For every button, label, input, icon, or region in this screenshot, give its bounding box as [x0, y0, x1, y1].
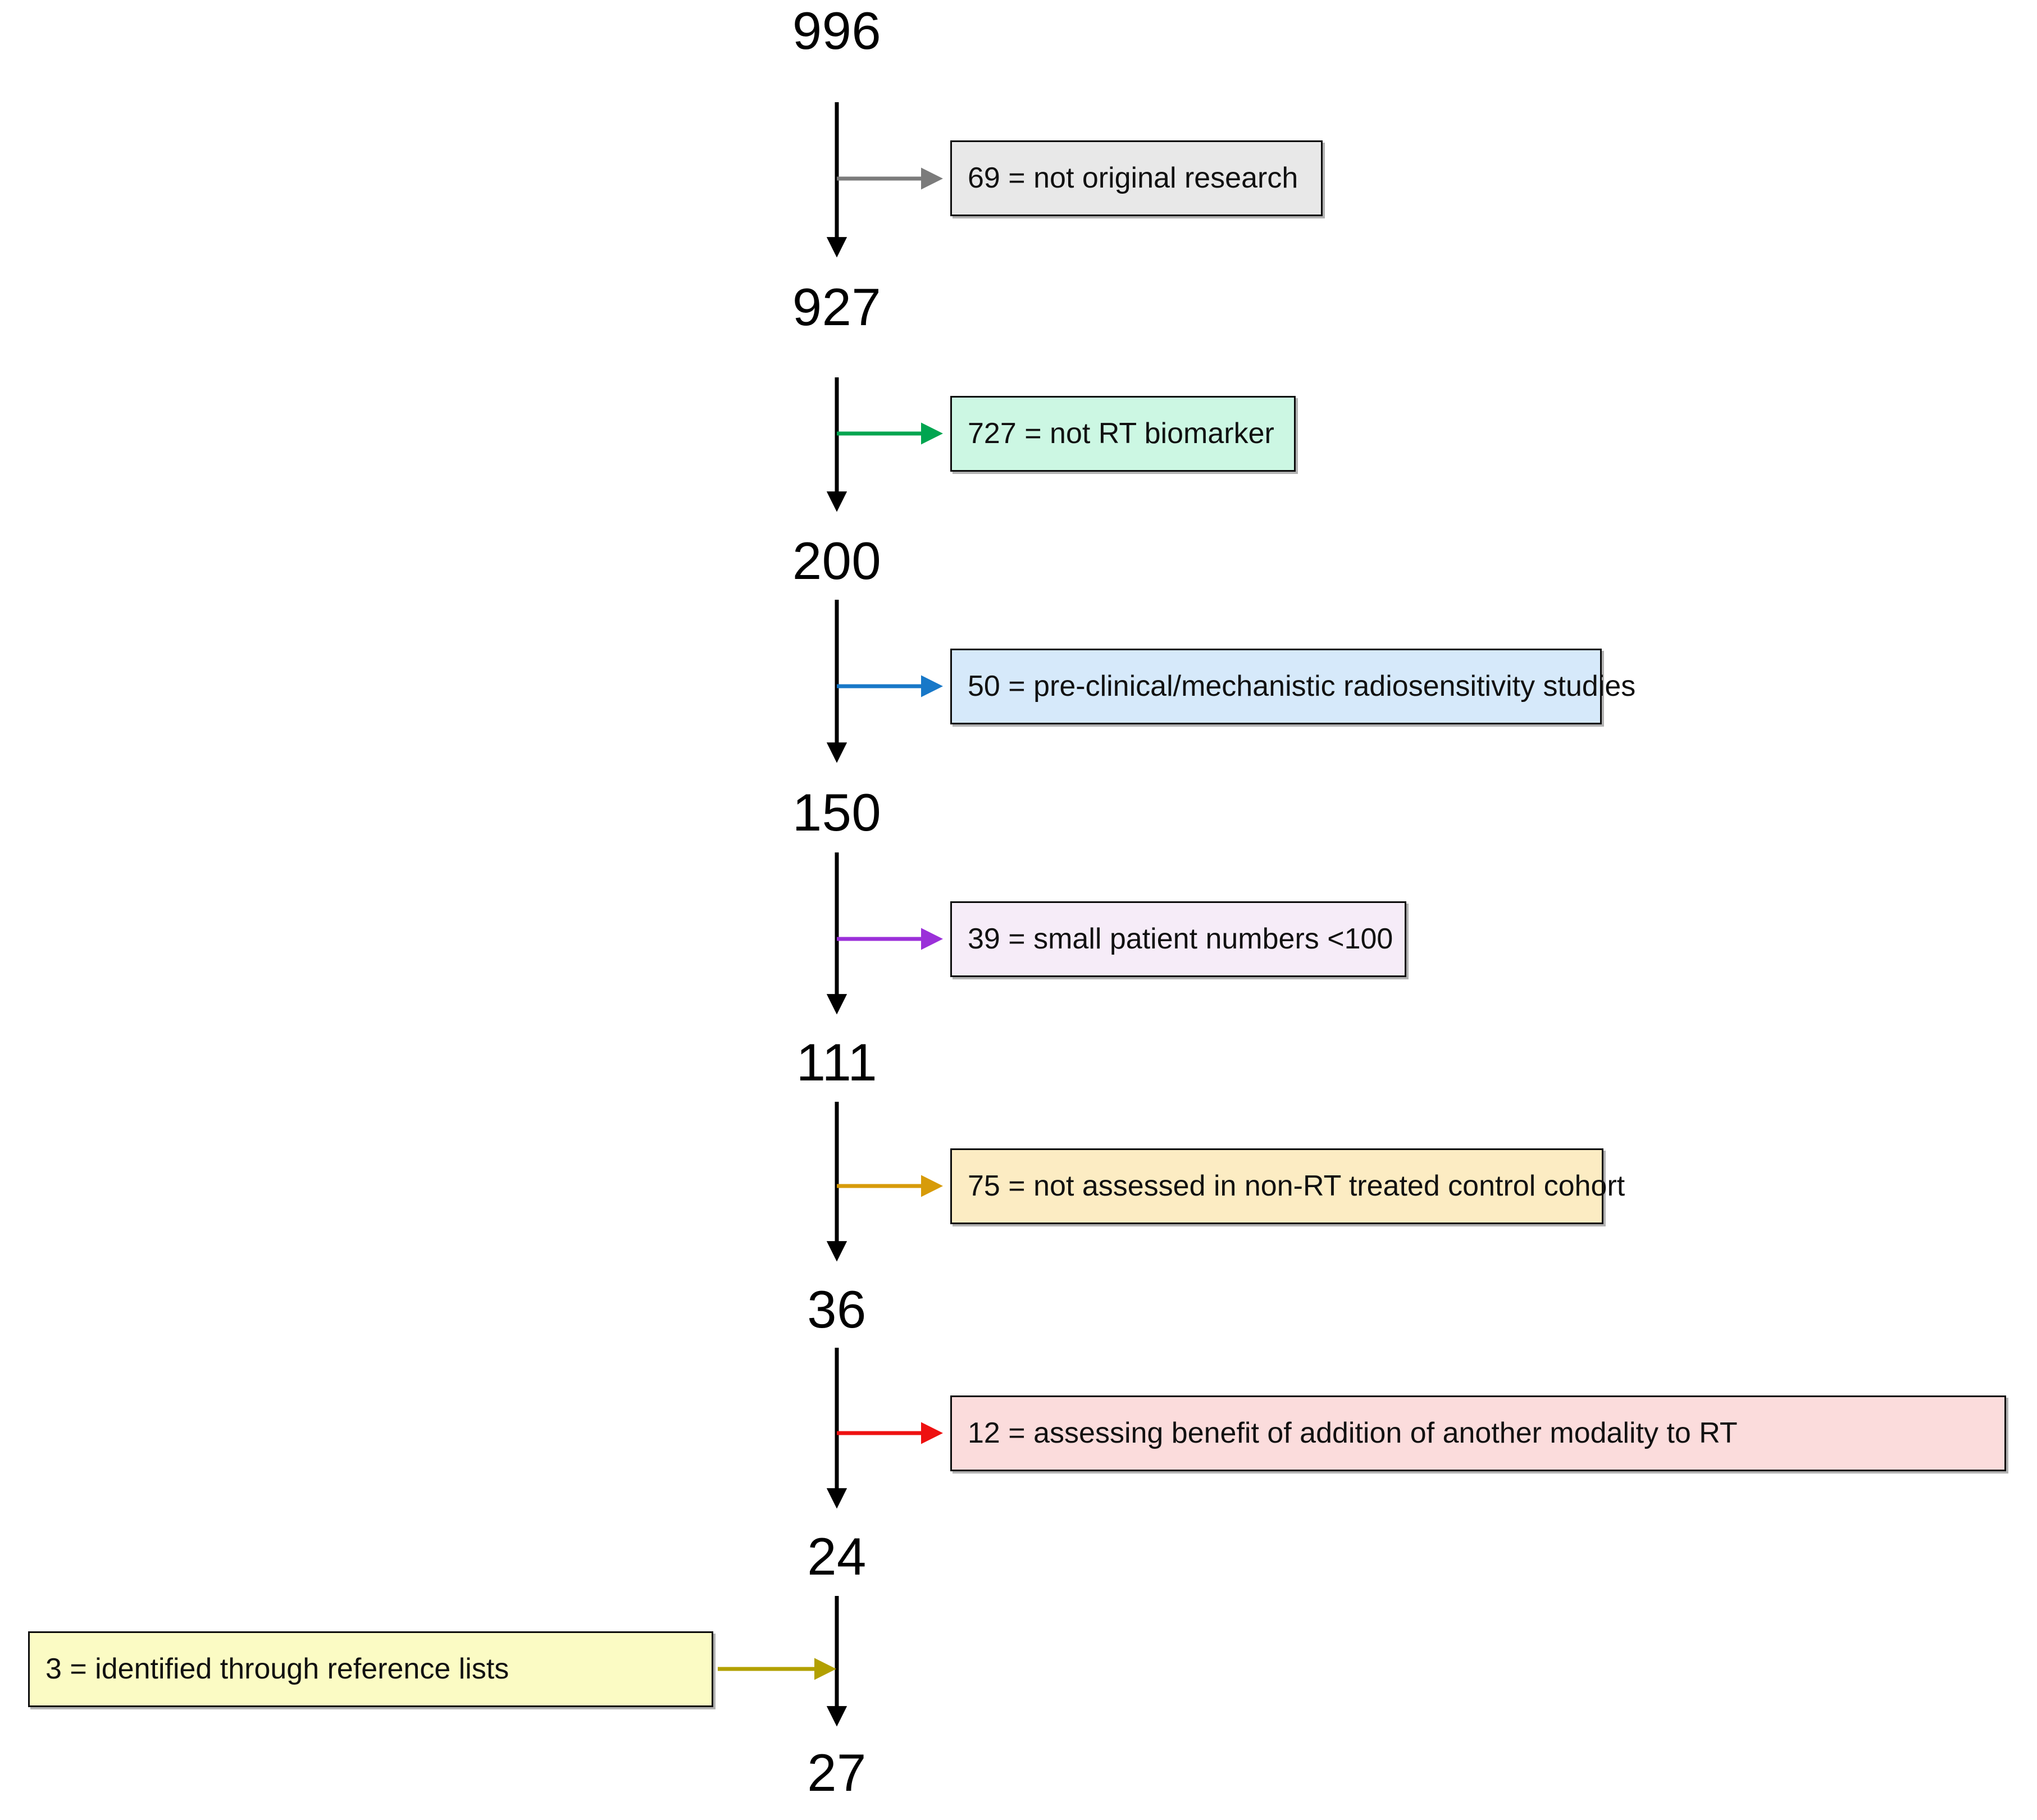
exclusion-box-pre-clinical-mechanistic: 50 = pre-clinical/mechanistic radiosensi…	[950, 649, 1635, 724]
stem-count-after-not-original-research: 927	[792, 277, 882, 336]
exclusion-label-not-original-research: 69 = not original research	[968, 162, 1298, 195]
stem-segment-111-to-36	[826, 1102, 944, 1262]
exclusion-box-not-rt-biomarker: 727 = not RT biomarker	[950, 396, 1296, 472]
exclusion-label-not-rt-biomarker: 727 = not RT biomarker	[968, 417, 1274, 450]
stem-count-after-not-assessed-control-cohort: 36	[807, 1280, 867, 1339]
stem-count-after-small-patient-numbers: 111	[796, 1033, 878, 1092]
addition-label-reference-lists: 3 = identified through reference lists	[45, 1653, 509, 1686]
exclusion-label-another-modality-added: 12 = assessing benefit of addition of an…	[968, 1417, 1738, 1450]
stem-segment-996-to-927	[826, 102, 944, 258]
stem-segment-36-to-24	[826, 1348, 944, 1509]
exclusion-box-small-patient-numbers: 39 = small patient numbers <100	[950, 901, 1406, 977]
exclusion-box-not-original-research: 69 = not original research	[950, 140, 1323, 216]
exclusion-box-another-modality-added: 12 = assessing benefit of addition of an…	[950, 1395, 2006, 1471]
exclusion-box-not-assessed-control-cohort: 75 = not assessed in non-RT treated cont…	[950, 1148, 1625, 1224]
stem-count-final-included-studies: 27	[807, 1743, 867, 1802]
addition-box-reference-lists: 3 = identified through reference lists	[28, 1631, 713, 1707]
exclusion-label-not-assessed-control-cohort: 75 = not assessed in non-RT treated cont…	[968, 1170, 1625, 1203]
stem-segment-150-to-111	[826, 852, 944, 1015]
stem-count-records-identified: 996	[792, 1, 882, 60]
exclusion-label-small-patient-numbers: 39 = small patient numbers <100	[968, 923, 1393, 956]
stem-count-after-pre-clinical-mechanistic: 150	[792, 783, 882, 842]
stem-segment-200-to-150	[826, 600, 944, 763]
stem-count-after-not-rt-biomarker: 200	[792, 531, 882, 590]
exclusion-label-pre-clinical-mechanistic: 50 = pre-clinical/mechanistic radiosensi…	[968, 670, 1636, 703]
stem-segment-927-to-200	[826, 377, 944, 512]
stem-segment-24-to-27	[718, 1596, 847, 1727]
stem-count-after-another-modality-added: 24	[807, 1527, 867, 1586]
